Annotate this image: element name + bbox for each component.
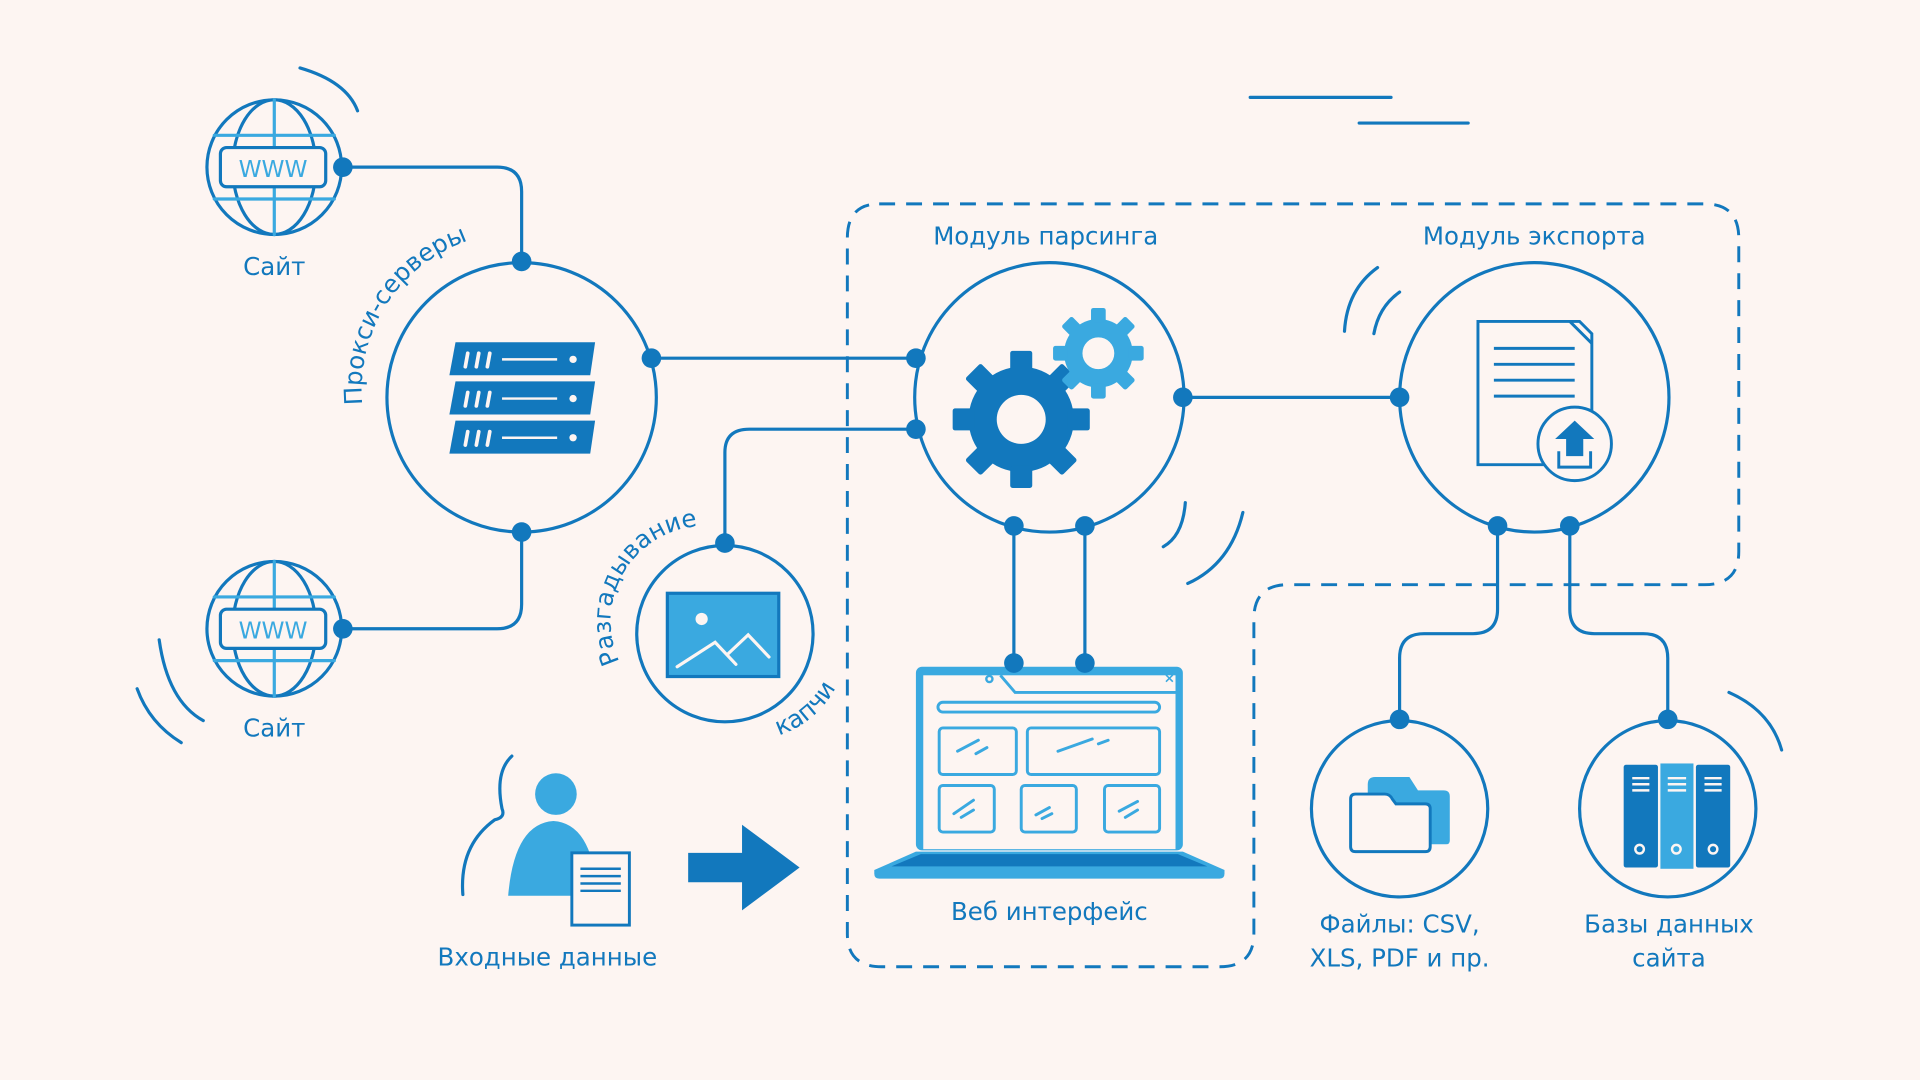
- close-x-glyph: ×: [1164, 672, 1175, 687]
- signal-arc: [1186, 510, 1245, 586]
- globe-www-icon: WWW: [205, 559, 344, 698]
- node-input-data[interactable]: Входные данные: [438, 754, 658, 972]
- document-upload-icon: [1476, 319, 1613, 483]
- export-module-label: Модуль экспорта: [1423, 221, 1646, 250]
- signal-arc: [1372, 290, 1402, 336]
- www-text: WWW: [239, 156, 308, 183]
- gears-icon: [924, 289, 1163, 517]
- arrow-right-icon: [688, 824, 800, 911]
- signal-arc: [1727, 690, 1784, 752]
- signal-arc: [135, 687, 183, 745]
- signal-arc: [1342, 265, 1380, 333]
- proxy-label: Прокси-серверы: [338, 219, 470, 406]
- binders-icon: [1623, 763, 1731, 869]
- signal-arc: [460, 754, 514, 897]
- files-label-line2: XLS, PDF и пр.: [1310, 944, 1490, 973]
- signal-arc: [157, 638, 205, 723]
- site-bottom-label: Сайт: [243, 714, 305, 743]
- signal-arc: [298, 66, 360, 113]
- laptop-icon: ×: [874, 666, 1225, 879]
- www-text: WWW: [239, 618, 308, 645]
- databases-label-line1: Базы данных: [1584, 909, 1754, 938]
- input-data-label: Входные данные: [438, 943, 658, 972]
- site-top-label: Сайт: [243, 252, 305, 281]
- globe-www-icon: WWW: [205, 98, 344, 237]
- node-export-module[interactable]: Модуль экспорта: [1342, 221, 1671, 536]
- captcha-label-part2: капчи: [770, 675, 841, 741]
- server-rack-icon: [449, 342, 596, 454]
- databases-label-line2: сайта: [1632, 944, 1706, 973]
- image-icon: [665, 591, 781, 679]
- connectors: [341, 165, 1670, 721]
- node-databases[interactable]: Базы данных сайта: [1578, 690, 1784, 973]
- folders-icon: [1349, 776, 1450, 854]
- web-interface-label: Веб интерфейс: [951, 897, 1148, 926]
- node-proxy-servers[interactable]: Прокси-серверы: [338, 219, 662, 542]
- node-web-interface[interactable]: × Веб интерфейс: [874, 653, 1225, 926]
- files-label-line1: Файлы: CSV,: [1320, 909, 1480, 938]
- node-parsing-module[interactable]: Модуль парсинга: [906, 221, 1245, 586]
- node-site-top[interactable]: WWW Сайт: [205, 66, 360, 281]
- processing-group-boundary: [845, 202, 1741, 969]
- user-document-icon: [460, 754, 631, 927]
- signal-arc: [1161, 501, 1187, 549]
- node-captcha[interactable]: Разгадывание капчи: [587, 503, 841, 741]
- node-site-bottom[interactable]: WWW Сайт: [135, 559, 353, 745]
- parsing-module-label: Модуль парсинга: [933, 221, 1158, 250]
- node-files[interactable]: Файлы: CSV, XLS, PDF и пр.: [1310, 709, 1490, 973]
